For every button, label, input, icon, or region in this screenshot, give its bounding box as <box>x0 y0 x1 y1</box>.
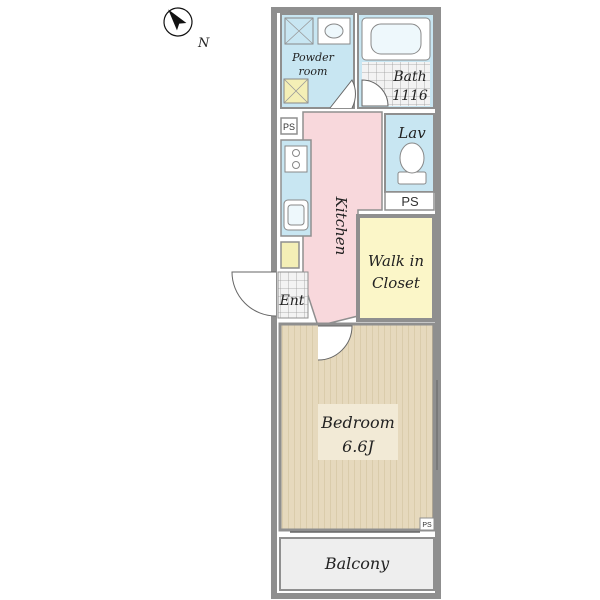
ps-label-3: PS <box>422 522 432 529</box>
lav-label: Lav <box>397 124 426 142</box>
ps-box-1 <box>280 117 298 135</box>
walk-in-closet-label-line2: Closet <box>372 274 421 292</box>
ps-box-3 <box>419 517 435 531</box>
shoe-cabinet <box>280 241 300 269</box>
walk-in-closet <box>356 214 436 322</box>
compass-north-label: N <box>197 36 210 51</box>
walk-in-closet-label-line1: Walk in <box>368 252 424 270</box>
powder-room-label-line1: Powder <box>291 51 335 64</box>
compass-north-arrow-icon <box>163 7 193 37</box>
ps-label-1: PS <box>283 122 295 132</box>
ps-label-2: PS <box>401 194 419 209</box>
bedroom-label-line1: Bedroom <box>320 413 395 432</box>
toilet-icon <box>397 142 427 185</box>
kitchen-sink-icon <box>283 199 309 231</box>
kitchen-label: Kitchen <box>332 196 350 256</box>
powder-room-label-line2: room <box>299 65 328 78</box>
bath-label-line1: Bath <box>392 69 426 85</box>
balcony-label: Balcony <box>324 554 390 573</box>
balcony <box>279 537 435 591</box>
bedroom-door <box>317 325 353 361</box>
powder-room-door <box>329 79 356 109</box>
entrance-door <box>231 271 277 317</box>
stove-icon <box>284 145 308 173</box>
bedroom-label-bg <box>318 404 398 460</box>
bedroom-label-line2: 6.6J <box>342 437 375 456</box>
ps-box-2 <box>384 191 435 211</box>
compass: N <box>163 7 210 51</box>
bath-label-line2: 1116 <box>392 88 428 104</box>
entrance <box>277 271 309 319</box>
entrance-label: Ent <box>279 293 305 309</box>
shower-tray <box>284 17 314 45</box>
